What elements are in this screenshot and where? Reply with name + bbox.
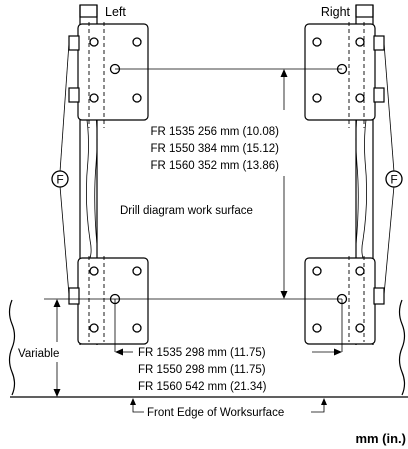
drill-diagram-label: Drill diagram work surface [120,205,253,217]
front-edge-callout [130,398,327,413]
vertical-dim-fr1560: FR 1560 352 mm (13.86) [151,160,280,172]
horizontal-dim-fr1550: FR 1550 298 mm (11.75) [138,364,266,376]
fastener-label-left: F [56,173,63,187]
fastener-label-right: F [390,173,397,187]
front-edge-label: Front Edge of Worksurface [147,407,284,419]
bracket-bottom-left [68,256,149,345]
right-label: Right [321,5,351,19]
vertical-dim-fr1535: FR 1535 256 mm (10.08) [151,126,280,138]
vertical-dimension-arrow [280,69,288,299]
worksurface-edge-right [398,299,406,396]
horizontal-dim-fr1560: FR 1560 542 mm (21.34) [138,381,267,393]
fastener-callout-right: F [383,42,403,296]
bracket-top-right [304,22,385,128]
bracket-top-left [68,22,149,128]
variable-label: Variable [18,348,59,360]
horizontal-dim-fr1535: FR 1535 298 mm (11.75) [138,347,266,359]
worksurface-edge-left [8,299,16,396]
fastener-callout-left: F [51,42,70,296]
units-label: mm (in.) [355,431,406,446]
horizontal-dimension-arrow [115,348,342,356]
left-label: Left [105,5,126,19]
vertical-dim-fr1550: FR 1550 384 mm (15.12) [151,143,280,155]
variable-dimension-arrow [53,299,61,397]
